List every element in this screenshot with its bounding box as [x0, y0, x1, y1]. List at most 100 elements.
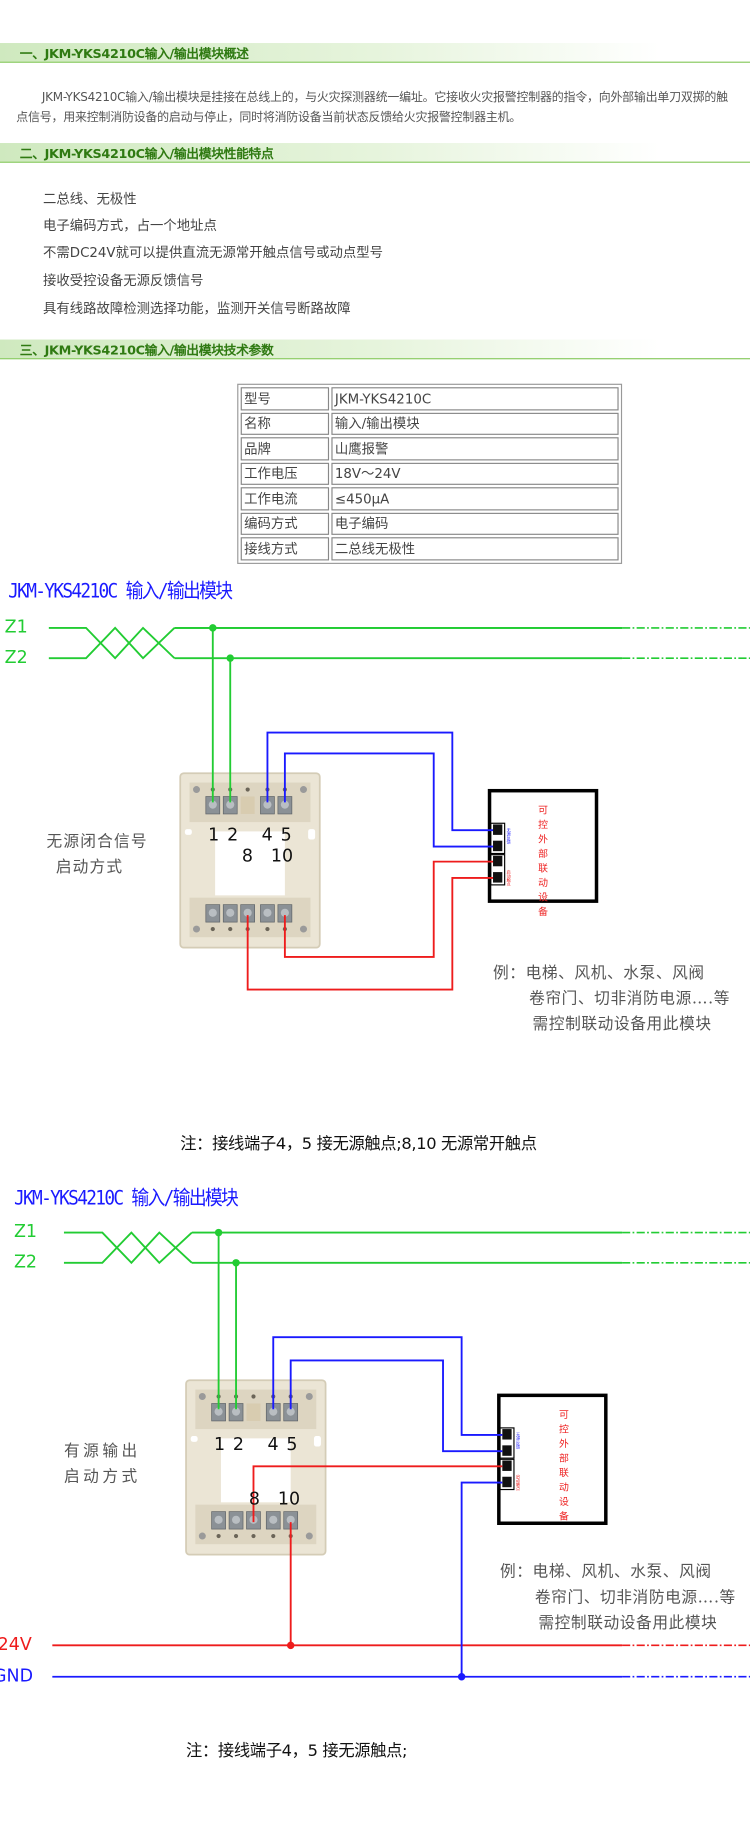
bus-label-z2: Z2 — [13, 1251, 38, 1273]
terminal-hole — [245, 787, 250, 792]
device-pin-label: 无源反馈 — [506, 827, 512, 845]
terminal-label-10: 10 — [277, 1488, 301, 1510]
diagram-title: JKM-YKS4210C 输入/输出模块 — [13, 1187, 239, 1211]
bus-label-z1: Z1 — [4, 616, 28, 638]
wire-terminal-10 — [283, 860, 494, 958]
feature-item: 具有线路故障检测选择功能，监测开关信号断路故障 — [43, 299, 351, 317]
mount-screw — [198, 1393, 206, 1400]
spec-key: 工作电流 — [240, 487, 330, 510]
mount-screw — [305, 1393, 313, 1400]
mode-label-line1: 有源输出 — [63, 1441, 141, 1461]
screw-head — [280, 800, 289, 809]
example-line: 例：电梯、风机、水泵、风阀 — [493, 963, 705, 983]
spec-key: 名称 — [240, 412, 330, 435]
table-row: 编码方式电子编码 — [240, 512, 619, 535]
screw-head — [243, 908, 252, 917]
terminal-label-8: 8 — [241, 845, 253, 867]
mount-screw — [193, 786, 200, 794]
spec-value: JKM-YKS4210C — [331, 387, 619, 410]
wire-terminal-4 — [266, 731, 494, 832]
screw-head — [226, 800, 235, 809]
device-terminal — [493, 872, 503, 883]
section-title: 二、JKM-YKS4210C输入/输出模块性能特点 — [19, 146, 274, 162]
bus-label-z2: Z2 — [4, 646, 28, 668]
overview-paragraph: JKM-YKS4210C输入/输出模块是挂接在总线上的，与火灾探测器统一编址。它… — [16, 90, 728, 125]
terminal-hole — [228, 926, 233, 932]
module-opening — [220, 1438, 291, 1503]
wire-terminal-5 — [283, 752, 494, 848]
mount-slot — [190, 1436, 198, 1442]
device-connector-group — [490, 822, 506, 855]
wiring-note: 注：接线端子4，5 接无源触点; — [186, 1741, 408, 1761]
feature-item: 二总线、无极性 — [43, 190, 137, 207]
example-line: 卷帘门、切非消防电源….等 — [529, 989, 730, 1009]
terminal-hole — [271, 1533, 276, 1539]
mount-slot — [308, 829, 316, 840]
section-header-features: 二、JKM-YKS4210C输入/输出模块性能特点 — [0, 143, 750, 163]
screw-head — [226, 908, 235, 917]
terminal-label-4-5: 4 5 — [261, 824, 293, 846]
twisted-pair-a — [63, 1231, 193, 1265]
spec-value: ≤450μA — [331, 487, 619, 510]
spec-value: 电子编码 — [331, 512, 619, 535]
terminal-label-8: 8 — [248, 1488, 260, 1510]
screw-head — [280, 908, 289, 917]
junction-dot — [209, 624, 217, 632]
example-line: 例：电梯、风机、水泵、风阀 — [499, 1562, 712, 1582]
terminal-hole — [265, 926, 270, 932]
spec-key: 型号 — [240, 387, 330, 410]
junction-dot — [214, 1228, 223, 1237]
screw-head — [263, 800, 272, 809]
terminal-label-4-5: 4 5 — [267, 1433, 299, 1455]
spec-value: 输入/输出模块 — [331, 412, 619, 435]
terminal-label-1-2: 1 2 — [213, 1433, 246, 1455]
terminal-hole — [210, 926, 215, 932]
mount-slot — [313, 1436, 321, 1447]
table-row: 名称输入/输出模块 — [240, 412, 619, 435]
spec-value: 二总线无极性 — [331, 537, 619, 560]
device-connector-group — [499, 1458, 515, 1491]
mount-slot — [184, 829, 192, 835]
feature-item: 电子编码方式，占一个地址点 — [43, 217, 217, 234]
device-terminal — [502, 1429, 512, 1440]
terminal-hole — [251, 1394, 256, 1399]
screw-head — [208, 908, 217, 917]
device-terminal — [502, 1445, 512, 1456]
spec-key: 品牌 — [240, 437, 330, 460]
example-line: 需控制联动设备用此模块 — [538, 1613, 718, 1633]
spec-key: 工作电压 — [240, 462, 330, 485]
junction-dot — [286, 1641, 295, 1650]
screw-head — [214, 1515, 223, 1524]
screw-head — [286, 1515, 295, 1524]
device-terminal — [493, 824, 503, 835]
feature-item: 不需DC24V就可以提供直流无源常开触点信号或动点型号 — [43, 244, 384, 261]
mount-screw — [299, 925, 307, 933]
spec-key: 编码方式 — [240, 512, 330, 535]
screw-head — [263, 908, 272, 917]
mount-screw — [305, 1532, 313, 1540]
section-title: 一、JKM-YKS4210C输入/输出模块概述 — [19, 46, 249, 62]
wire-device-gnd — [460, 1481, 503, 1677]
screw-head — [208, 800, 217, 809]
section-header-specs: 三、JKM-YKS4210C输入/输出模块技术参数 — [0, 339, 750, 360]
table-row: 品牌山鹰报警 — [240, 437, 619, 460]
terminal-blank — [240, 796, 255, 814]
example-line: 需控制联动设备用此模块 — [532, 1015, 712, 1034]
controlled-device-box — [487, 788, 599, 903]
spec-value: 18V～24V — [331, 462, 619, 485]
section-title: 三、JKM-YKS4210C输入/输出模块技术参数 — [19, 343, 274, 359]
screw-head — [214, 1407, 223, 1416]
feature-item: 接收受控设备无源反馈信号 — [43, 272, 204, 289]
table-row: 接线方式二总线无极性 — [240, 537, 619, 560]
screw-head — [231, 1407, 241, 1416]
device-label: 可控外部联动设备 — [536, 804, 548, 921]
twisted-pair-b — [48, 626, 176, 660]
screw-head — [269, 1407, 278, 1416]
device-terminal — [502, 1460, 512, 1471]
device-terminal — [502, 1476, 512, 1488]
device-terminal — [493, 855, 503, 867]
wiring-note: 注：接线端子4，5 接无源触点;8,10 无源常开触点 — [180, 1134, 537, 1154]
